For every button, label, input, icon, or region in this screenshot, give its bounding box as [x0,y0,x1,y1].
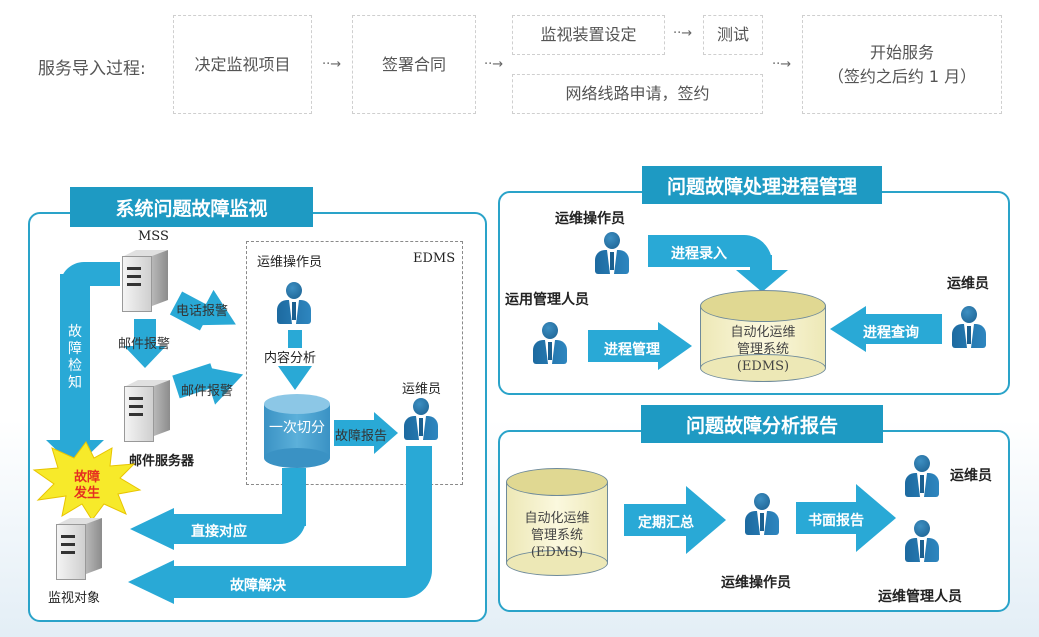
progress-query-label: 进程查询 [863,325,919,341]
target-label: 监视对象 [48,591,101,606]
progress-input-arrowhead [736,270,788,292]
process-step-setup: 监视装置设定 [512,15,665,55]
process-step-network-text: 网络线路申请，签约 [565,84,710,103]
progress-db-cylinder [700,290,826,384]
periodic-summary-band [624,504,688,536]
mail-server-label: 邮件服务器 [129,454,195,469]
progress-operator-label: 运维操作员 [555,211,625,227]
progress-title: 问题故障处理进程管理 [642,166,882,204]
maintainer-person-icon [402,398,440,440]
progress-query-arrowhead [830,306,866,352]
mail-alert-label-1: 邮件报警 [118,337,171,352]
monitor-title: 系统问题故障监视 [70,187,313,227]
report-maintainer-person-icon [903,455,941,497]
phone-alert-label: 电话报警 [176,304,229,319]
target-server-icon [56,518,102,580]
process-step-network: 网络线路申请，签约 [512,74,763,114]
report-db-line2: 管理系统 [530,528,583,543]
process-step-test-text: 测试 [716,25,749,44]
mss-label: MSS [138,229,169,244]
process-arrow-3: ··→ [673,26,693,41]
report-operator-label: 运维操作员 [721,575,791,591]
progress-db-line3: (EDMS) [736,359,790,374]
report-title: 问题故障分析报告 [641,405,883,443]
report-manager-person-icon [903,520,941,562]
fault-detect-label: 故障检知 [68,324,82,391]
written-report-band [796,502,858,534]
mss-server-icon [122,250,168,312]
mail-alert-label-2: 邮件报警 [181,384,234,399]
progress-db-line1: 自动化运维 [730,325,796,340]
progress-operator-person-icon [593,232,631,274]
process-step-decide-text: 决定监视项目 [194,54,291,74]
written-report-arrowhead [856,484,896,552]
process-step-start-text: 开始服务 [869,42,934,62]
process-step-setup-text: 监视装置设定 [540,25,637,44]
analysis-arrowhead [278,366,312,390]
progress-manage-label: 进程管理 [604,342,660,358]
content-analysis-label: 内容分析 [264,351,317,366]
edms-boundary [246,241,463,485]
process-label: 服务导入过程: [38,59,146,79]
report-db-cylinder [506,468,608,578]
periodic-summary-arrowhead [686,486,726,554]
ops-manager-label: 运用管理人员 [505,292,589,308]
report-operator-person-icon [743,493,781,535]
mail-alert-down-band [134,319,156,349]
report-db-line3: (EDMS) [530,545,584,560]
progress-manage-band [588,330,660,362]
progress-maintainer-person-icon [950,306,988,348]
first-cut-cylinder [264,394,330,470]
progress-db-text: 自动化运维 管理系统 (EDMS) [700,324,826,375]
report-db-text: 自动化运维 管理系统 (EDMS) [506,510,608,561]
direct-response-label: 直接对应 [191,524,247,540]
report-manager-label: 运维管理人员 [878,589,962,605]
progress-input-label: 进程录入 [671,246,727,262]
process-arrow-2: ··→ [484,57,504,72]
first-cut-label: 一次切分 [269,420,325,436]
progress-maintainer-label: 运维员 [947,276,989,292]
progress-query-band [864,314,942,344]
process-arrow-4: ··→ [772,57,792,72]
direct-arrowhead [130,508,174,550]
progress-input-band-down [750,255,772,273]
fault-report-arrowhead [374,412,398,454]
maintainer-label: 运维员 [402,382,442,397]
resolved-band-horizontal [172,566,432,598]
mail-server-icon [124,380,170,442]
direct-band-horizontal [172,514,306,544]
edms-operator-person-icon [275,282,313,324]
process-step-test: 测试 [703,15,763,55]
report-db-line1: 自动化运维 [524,511,590,526]
progress-db-line2: 管理系统 [736,342,789,357]
process-step-contract: 签署合同 [352,15,476,114]
report-maintainer-label: 运维员 [950,468,992,484]
process-step-start: 开始服务 （签约之后约 1 月） [802,15,1002,114]
edms-label: EDMS [413,251,456,266]
edms-operator-label: 运维操作员 [257,255,323,270]
fault-report-band [334,420,376,446]
process-arrow-1: ··→ [322,57,342,72]
process-step-start-note: （签约之后约 1 月） [827,66,977,86]
fault-occur-label: 故障发生 [73,470,100,501]
resolved-arrowhead [128,560,174,604]
analysis-down-band [288,330,302,348]
process-step-decide: 决定监视项目 [173,15,312,114]
progress-manage-arrowhead [658,322,692,370]
periodic-summary-label: 定期汇总 [638,515,694,531]
ops-manager-person-icon [531,322,569,364]
mail-alert-down-arrowhead [124,346,166,368]
fault-resolved-label: 故障解决 [230,578,286,594]
detect-band-vertical [60,274,90,442]
written-report-label: 书面报告 [808,513,864,529]
fault-report-label: 故障报告 [335,429,388,444]
process-step-contract-text: 签署合同 [381,54,446,74]
resolved-band-vertical [406,446,432,566]
